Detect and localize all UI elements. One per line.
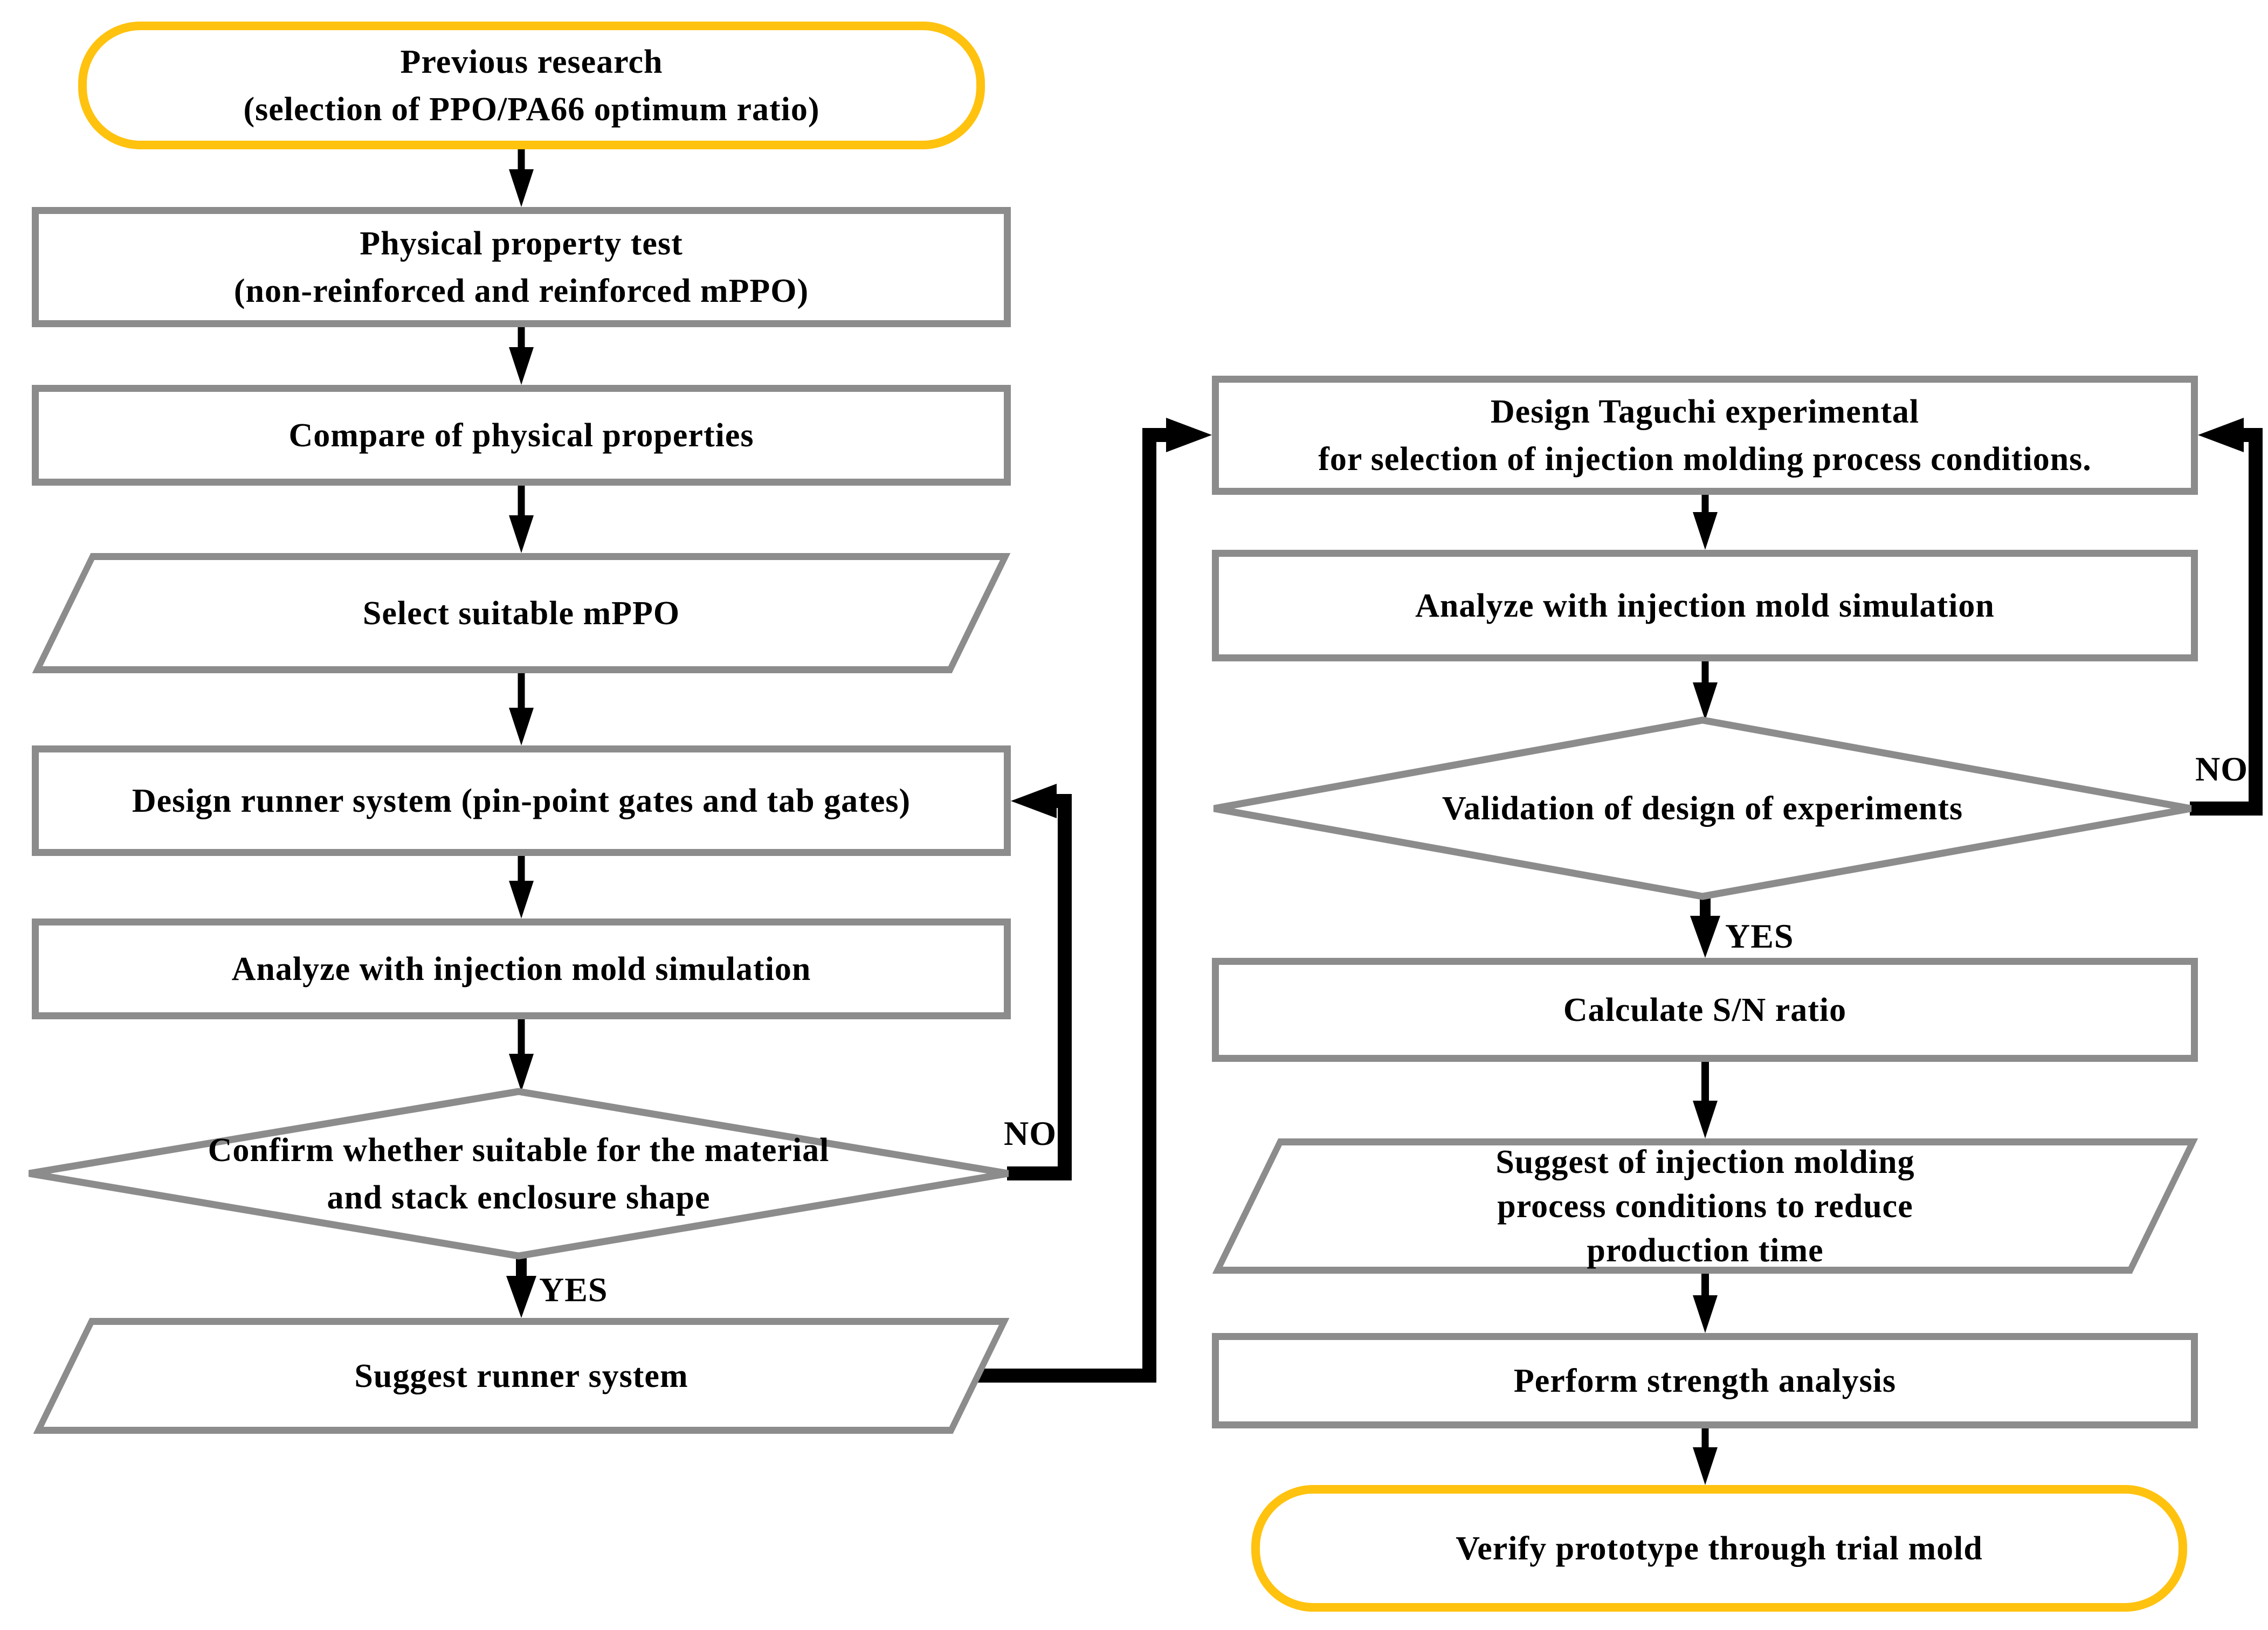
node-text-line: for selection of injection molding proce… [1318,440,2092,478]
node-text-line: Select suitable mPPO [362,595,680,632]
process-analyze-mold-simulation-right: Analyze with injection mold simulation [1212,550,2198,661]
node-text-line: Suggest of injection molding [1495,1143,1915,1180]
label-yes-right: YES [1725,917,1794,955]
process-compare-properties: Compare of physical properties [32,385,1011,486]
node-text-line: process conditions to reduce [1497,1187,1913,1225]
node-text-line: Validation of design of experiments [1442,790,1963,827]
loop-no-right [2190,418,2263,816]
loop-no-left [1007,784,1072,1180]
io-select-mppo-text: Select suitable mPPO [68,560,974,666]
process-perform-strength-analysis: Perform strength analysis [1212,1333,2198,1428]
node-text-line: Verify prototype through trial mold [1456,1530,1983,1567]
node-text-line: Perform strength analysis [1513,1362,1897,1399]
node-text-line: Compare of physical properties [288,417,754,454]
node-text-line: Physical property test [360,225,683,262]
io-suggest-molding-conditions: Suggest of injection molding process con… [1212,1138,2198,1274]
node-text-line: Design runner system (pin-point gates an… [132,782,911,819]
label-yes-left: YES [539,1270,608,1309]
node-text-line: Analyze with injection mold simulation [231,950,811,987]
node-text-line: Previous research [400,43,663,80]
io-suggest-molding-conditions-text: Suggest of injection molding process con… [1252,1144,2158,1269]
process-analyze-mold-simulation-left: Analyze with injection mold simulation [32,918,1011,1019]
node-text-line: Calculate S/N ratio [1563,991,1847,1028]
node-text-line: production time [1587,1232,1824,1269]
node-text-line: Suggest runner system [354,1357,688,1394]
decision-confirm-suitable [28,1088,1009,1260]
connector-suggest-to-taguchi [977,418,1212,1383]
terminator-verify-prototype: Verify prototype through trial mold [1251,1485,2187,1612]
label-no-right: NO [2195,750,2248,788]
io-suggest-runner-system: Suggest runner system [33,1318,1010,1434]
label-no-left: NO [1004,1114,1057,1152]
node-text-line: Confirm whether suitable for the materia… [208,1132,830,1169]
process-calculate-sn-ratio: Calculate S/N ratio [1212,958,2198,1062]
node-text-line: (selection of PPO/PA66 optimum ratio) [243,91,820,128]
node-text-line: Design Taguchi experimental [1490,393,1920,430]
node-text-line: (non-reinforced and reinforced mPPO) [233,272,809,309]
node-text-line: and stack enclosure shape [327,1179,711,1216]
terminator-previous-research: Previous research (selection of PPO/PA66… [78,22,985,149]
process-design-runner-system: Design runner system (pin-point gates an… [32,745,1011,856]
io-select-mppo: Select suitable mPPO [32,553,1011,673]
io-suggest-runner-system-text: Suggest runner system [68,1325,974,1427]
process-design-taguchi: Design Taguchi experimental for selectio… [1212,376,2198,495]
decision-validation-doe [1213,716,2192,900]
decision-confirm-suitable-label: Confirm whether suitable for the materia… [87,1125,950,1222]
node-text-line: Analyze with injection mold simulation [1415,587,1995,624]
process-physical-property-test: Physical property test (non-reinforced a… [32,207,1011,327]
decision-validation-doe-label: Validation of design of experiments [1271,784,2134,833]
